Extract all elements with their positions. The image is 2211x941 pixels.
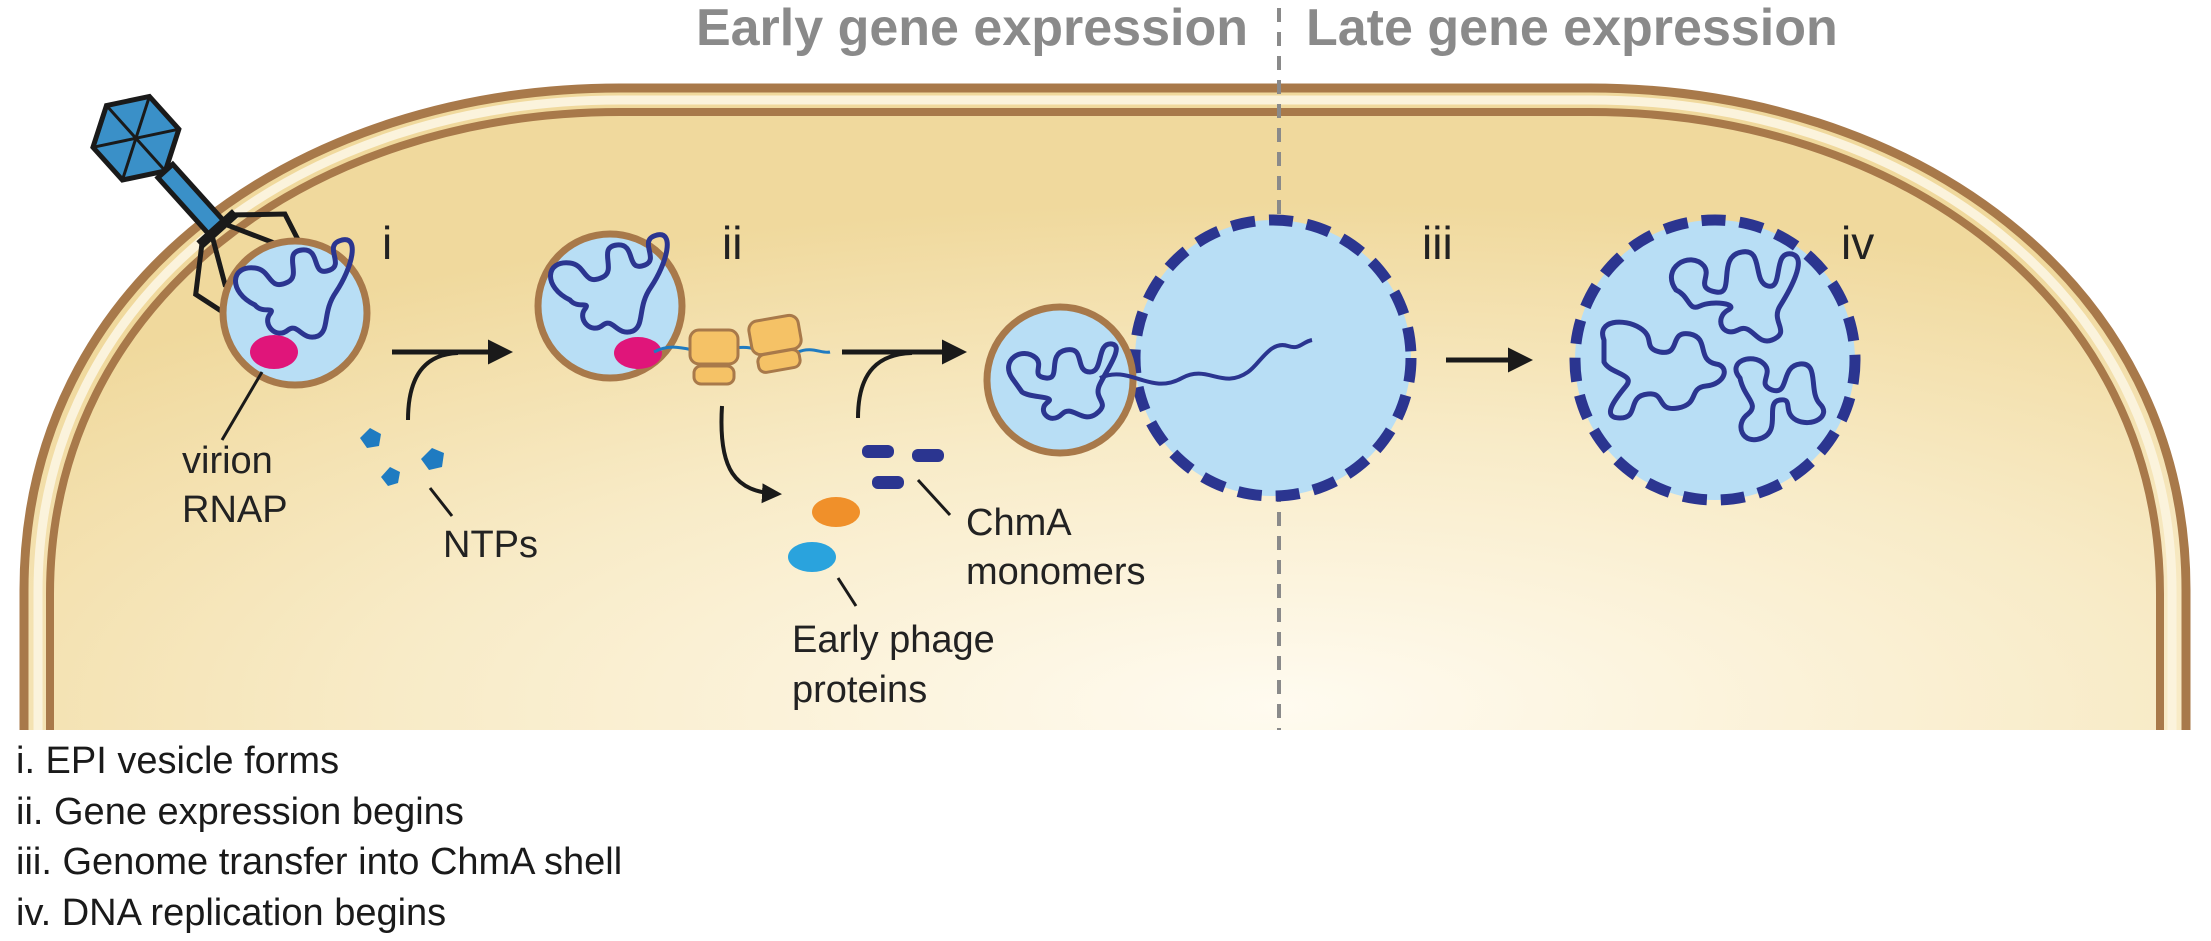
virion-rnap-icon	[250, 335, 298, 369]
legend-item-iii: iii. Genome transfer into ChmA shell	[16, 841, 623, 883]
chma-shell-iii	[983, 214, 1417, 502]
chma-monomers-icon	[862, 445, 944, 489]
arrow-translation-products	[719, 405, 782, 504]
legend-item-iv: iv. DNA replication begins	[16, 891, 447, 934]
legend-list: i. EPI vesicle forms ii. Gene expression…	[16, 736, 622, 938]
virion-rnap-label-1: virion	[182, 440, 273, 482]
early-phage-proteins-label-1: Early phage	[792, 619, 995, 661]
ntps-icon	[360, 428, 444, 486]
early-phage-proteins-icon	[788, 497, 860, 572]
stage-iii-label: iii	[1422, 217, 1453, 269]
legend-item-i: i. EPI vesicle forms	[16, 740, 340, 782]
ntps-label: NTPs	[443, 524, 538, 566]
early-phage-proteins-label-2: proteins	[792, 669, 927, 711]
ribosome-icon	[688, 313, 803, 386]
genome-transfer-strand	[1099, 338, 1313, 386]
epi-vesicle-ii	[534, 230, 686, 382]
stage-ii-label: ii	[722, 217, 742, 269]
virion-rnap-label-2: RNAP	[182, 489, 288, 531]
header-early: Early gene expression	[696, 0, 1248, 57]
legend-item-ii: ii. Gene expression begins	[16, 790, 464, 833]
header-late: Late gene expression	[1306, 0, 1838, 57]
chma-monomers-label-2: monomers	[966, 551, 1146, 593]
stage-iv-label: iv	[1841, 217, 1874, 269]
chma-monomers-label-1: ChmA	[966, 502, 1072, 544]
stage-i-label: i	[382, 217, 392, 269]
epi-vesicle-i	[219, 237, 371, 389]
chma-shell-iv	[1569, 214, 1861, 506]
